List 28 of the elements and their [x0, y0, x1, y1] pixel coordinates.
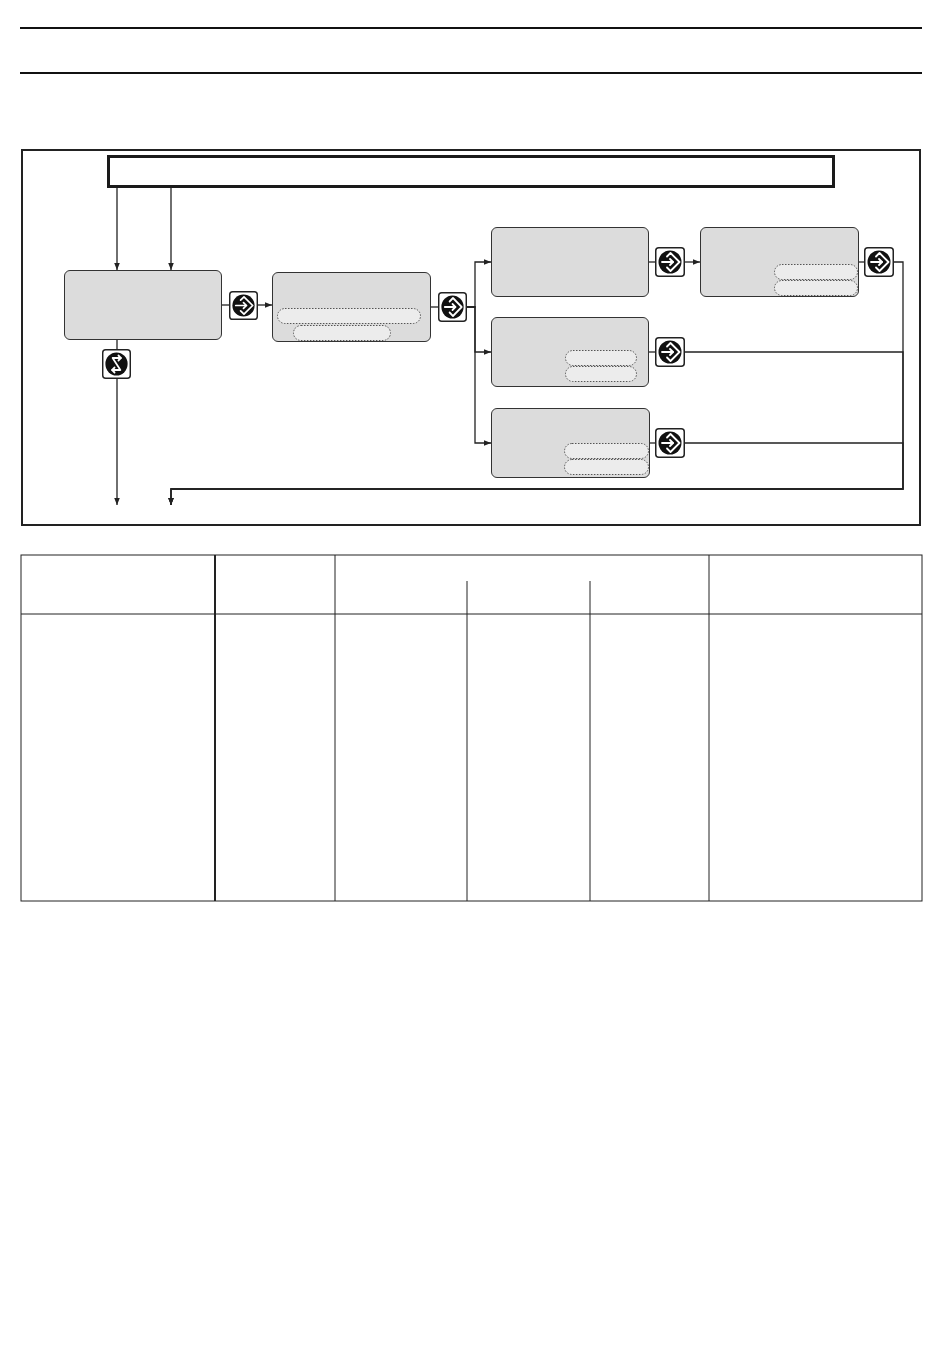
arrow [114, 187, 120, 271]
display-box [64, 270, 222, 340]
connector-line [648, 261, 656, 263]
arrow [168, 442, 904, 506]
enter-key-icon [229, 291, 258, 320]
enter-key-icon [438, 292, 467, 322]
banner-box [107, 155, 835, 188]
enter-key-icon [655, 337, 685, 367]
arrow [684, 259, 701, 265]
display-box [272, 272, 431, 342]
arrow [257, 302, 273, 308]
display-box [491, 408, 650, 478]
enter-key-icon [655, 247, 685, 277]
connector-line [858, 261, 865, 263]
display-box [700, 227, 859, 297]
display-box [491, 227, 649, 297]
connector-line [648, 351, 656, 353]
arrow [168, 187, 174, 271]
connector-line [649, 442, 656, 444]
arrow [114, 378, 120, 506]
arrow [466, 306, 492, 446]
connector-line [221, 304, 230, 306]
zigzag-key-icon [102, 349, 131, 379]
enter-key-icon [655, 428, 685, 458]
connector-line [430, 306, 439, 308]
display-box [491, 317, 649, 387]
enter-key-icon [864, 247, 894, 277]
connector-line [116, 339, 118, 350]
